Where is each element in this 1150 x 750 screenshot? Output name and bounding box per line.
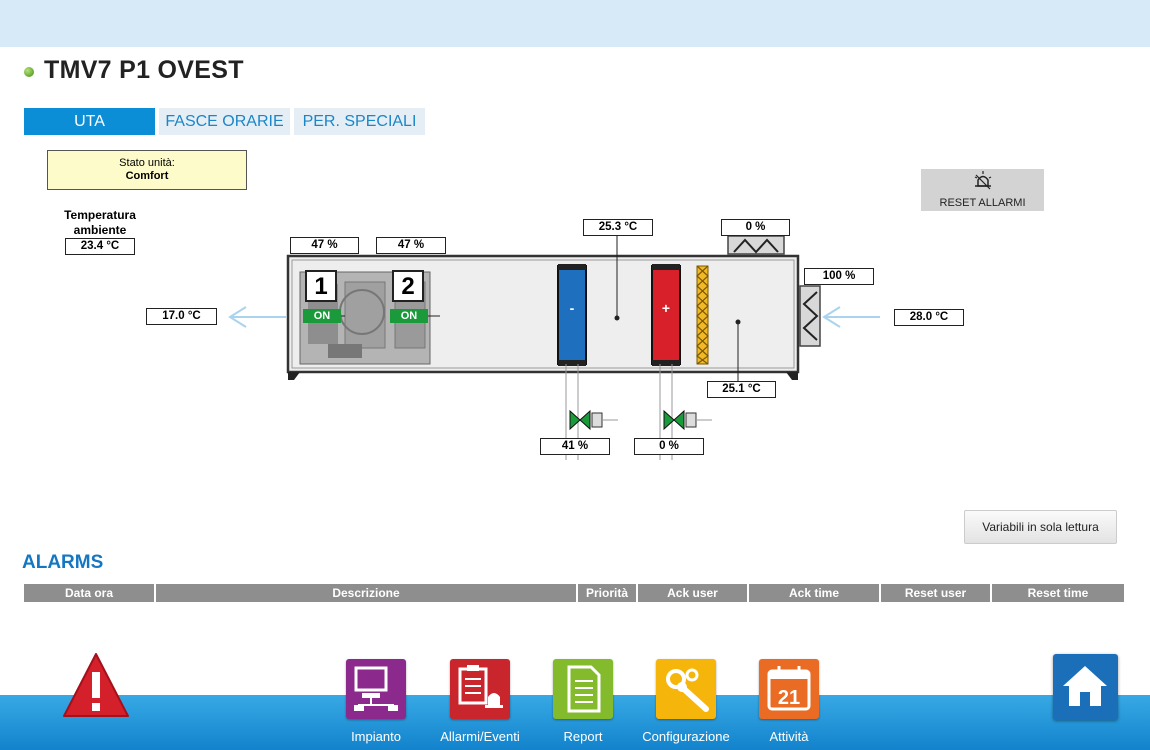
tab-fasce-orarie[interactable]: FASCE ORARIE xyxy=(159,108,290,135)
page-title: TMV7 P1 OVEST xyxy=(44,56,244,84)
supply-temp-value: 17.0 °C xyxy=(146,308,217,325)
after-cooling-temp-value: 25.3 °C xyxy=(583,219,653,236)
fan2-on-badge xyxy=(390,309,428,323)
fan1-on-badge xyxy=(303,309,341,323)
cooling-coil-symbol: - xyxy=(569,300,575,316)
nav-impianto-button[interactable] xyxy=(346,659,406,719)
cooling-valve-icon xyxy=(569,409,618,431)
ambient-temp-value: 23.4 °C xyxy=(65,238,135,255)
heating-valve-value: 0 % xyxy=(634,438,704,455)
heating-coil-symbol: + xyxy=(661,300,671,316)
tab-uta[interactable]: UTA xyxy=(24,108,155,135)
fresh-air-damper-icon xyxy=(799,285,821,347)
col-ack-time[interactable]: Ack time xyxy=(749,584,879,602)
fresh-air-arrow-icon xyxy=(822,306,880,328)
fan2-number-box xyxy=(392,270,424,302)
ahu-foot-right xyxy=(786,372,798,380)
gears-wrench-icon xyxy=(656,659,716,719)
top-bar xyxy=(0,0,1150,47)
mixed-temp-value: 25.1 °C xyxy=(707,381,776,398)
nav-configurazione-label: Configurazione xyxy=(642,729,730,744)
reset-alarms-label: RESET ALLARMI xyxy=(939,197,1026,209)
col-priorita[interactable]: Priorità xyxy=(578,584,636,602)
alarms-title: ALARMS xyxy=(22,552,104,573)
calendar-icon: 21 xyxy=(759,659,819,719)
nav-configurazione-button[interactable] xyxy=(656,659,716,719)
col-reset-user[interactable]: Reset user xyxy=(881,584,990,602)
fresh-damper-value: 100 % xyxy=(804,268,874,285)
ambient-temp-label-line1: Temperatura xyxy=(64,208,136,222)
nav-report-button[interactable] xyxy=(553,659,613,719)
fan1-number: 1 xyxy=(314,273,328,300)
home-icon xyxy=(1063,666,1107,706)
col-descrizione[interactable]: Descrizione xyxy=(156,584,576,602)
fan1-number-box xyxy=(305,270,337,302)
heating-valve-icon xyxy=(663,409,712,431)
col-data-ora[interactable]: Data ora xyxy=(24,584,154,602)
nav-allarmi-eventi-button[interactable] xyxy=(450,659,510,719)
clipboard-bell-icon xyxy=(450,659,510,719)
nav-impianto-label: Impianto xyxy=(351,729,401,744)
fan1-speed-value: 47 % xyxy=(290,237,359,254)
ambient-temp-label-line2: ambiente xyxy=(73,223,127,237)
unit-status-value: Comfort xyxy=(125,170,169,182)
top-damper-value: 0 % xyxy=(721,219,790,236)
filter-icon xyxy=(696,265,709,365)
col-reset-time[interactable]: Reset time xyxy=(992,584,1124,602)
ahu-foot-left xyxy=(288,372,300,380)
nav-report-label: Report xyxy=(563,729,603,744)
ahu-diagram xyxy=(228,234,880,460)
fan-base-icon xyxy=(328,344,362,358)
nav-attivita-button[interactable]: 21 xyxy=(759,659,819,719)
probe-mixed-dot xyxy=(735,319,741,325)
cooling-valve-value: 41 % xyxy=(540,438,610,455)
svg-text:21: 21 xyxy=(778,687,800,709)
computer-network-icon xyxy=(346,659,406,719)
alarm-warning-icon[interactable] xyxy=(62,652,130,720)
outdoor-temp-value: 28.0 °C xyxy=(894,309,964,326)
col-ack-user[interactable]: Ack user xyxy=(638,584,747,602)
alarm-bell-icon xyxy=(921,171,1044,197)
nav-attivita-label: Attività xyxy=(769,729,809,744)
alarms-table-header: Data ora Descrizione Priorità Ack user A… xyxy=(24,584,1124,602)
nav-allarmi-eventi-label: Allarmi/Eventi xyxy=(440,729,520,744)
ambient-temp-label: Temperatura ambiente xyxy=(50,208,150,238)
fan2-state: ON xyxy=(400,310,418,322)
readonly-variables-button[interactable]: Variabili in sola lettura xyxy=(964,510,1117,544)
status-led-icon xyxy=(24,67,34,77)
fan2-speed-value: 47 % xyxy=(376,237,446,254)
fan1-state: ON xyxy=(313,310,331,322)
tab-per-speciali[interactable]: PER. SPECIALI xyxy=(294,108,425,135)
fan2-number: 2 xyxy=(401,273,415,300)
probe-after-coil-dot xyxy=(614,315,620,321)
reset-alarms-button[interactable]: RESET ALLARMI xyxy=(921,169,1044,211)
unit-status-label: Stato unità: xyxy=(119,157,175,169)
supply-air-arrow-icon xyxy=(228,306,286,328)
unit-status-box: Stato unità: Comfort xyxy=(47,150,247,190)
home-button[interactable] xyxy=(1053,654,1118,720)
ahu-casing-inner xyxy=(291,259,795,369)
document-report-icon xyxy=(553,659,613,719)
